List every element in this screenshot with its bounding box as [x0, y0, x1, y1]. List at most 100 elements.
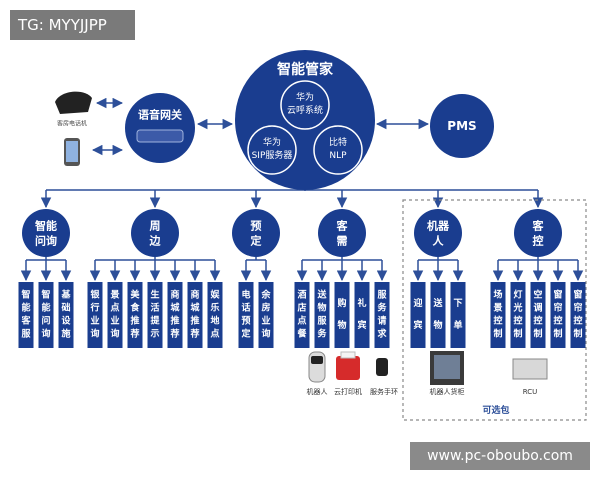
item-text-3-2-0: 购 [337, 297, 346, 309]
item-box-2-1 [258, 282, 274, 348]
item-box-4-2 [450, 282, 466, 348]
item-box-5-3 [550, 282, 566, 348]
category-circle-2 [232, 209, 280, 257]
item-text-5-4-1: 帘 [573, 302, 582, 314]
item-box-2-0 [238, 282, 254, 348]
item-text-5-1-0: 灯 [513, 289, 522, 301]
item-box-0-1 [38, 282, 54, 348]
item-text-1-4-1: 城 [170, 302, 179, 314]
item-text-1-0-2: 业 [90, 315, 99, 327]
huawei-sip-server-circle-line2: SIP服务器 [252, 149, 293, 161]
cloud-printer-icon [336, 356, 360, 380]
item-text-1-4-2: 推 [170, 315, 179, 327]
huawei-sip-server-circle-line1: 华为 [263, 136, 281, 148]
item-text-4-1-1: 物 [433, 319, 442, 331]
item-text-1-3-2: 提 [150, 315, 160, 327]
item-text-0-2-3: 施 [61, 328, 70, 340]
pms-label: PMS [447, 119, 476, 133]
item-text-0-1-1: 能 [41, 302, 50, 314]
item-text-1-4-3: 荐 [169, 328, 179, 340]
item-text-0-0-0: 智 [21, 289, 30, 301]
item-text-1-3-1: 活 [150, 302, 159, 314]
smart-butler-title: 智能管家 [276, 61, 334, 78]
item-text-5-0-2: 控 [493, 315, 502, 327]
item-text-5-1-1: 光 [512, 302, 522, 314]
item-box-0-2 [58, 282, 74, 348]
item-text-1-4-0: 商 [170, 289, 179, 301]
item-text-1-6-3: 点 [210, 328, 219, 340]
item-text-1-0-3: 询 [90, 328, 99, 340]
item-box-5-2 [530, 282, 546, 348]
item-text-5-3-2: 控 [553, 315, 562, 327]
item-text-3-0-3: 餐 [296, 328, 307, 340]
item-box-5-4 [570, 282, 586, 348]
bit-nlp-circle-line1: 比特 [329, 136, 347, 148]
item-box-3-2 [334, 282, 350, 348]
item-text-4-2-0: 下 [453, 298, 462, 309]
robot-face [311, 356, 323, 364]
item-text-0-2-0: 基 [60, 289, 71, 301]
desk-phone-icon [55, 91, 92, 114]
item-text-5-2-0: 空 [533, 289, 542, 301]
category-circle-1 [131, 209, 179, 257]
item-text-1-5-2: 推 [190, 315, 199, 327]
item-text-2-0-2: 预 [241, 316, 250, 327]
item-text-1-1-3: 询 [110, 328, 119, 340]
item-text-1-0-0: 银 [90, 289, 100, 301]
category-circle-5 [514, 209, 562, 257]
device-label-0: 机器人 [307, 387, 328, 396]
item-text-5-2-1: 调 [533, 302, 542, 314]
item-text-5-3-1: 帘 [553, 302, 562, 314]
item-text-1-5-1: 城 [190, 302, 199, 314]
category-title-4-b: 人 [433, 234, 445, 248]
item-text-1-5-0: 商 [190, 289, 199, 301]
item-text-0-1-2: 问 [41, 315, 50, 327]
item-text-4-0-0: 迎 [413, 297, 422, 309]
item-text-1-0-1: 行 [89, 302, 99, 314]
item-text-0-1-0: 智 [41, 289, 50, 301]
item-text-1-2-3: 荐 [129, 328, 139, 340]
item-text-3-0-1: 店 [297, 302, 306, 314]
item-text-5-0-0: 场 [493, 289, 502, 301]
item-text-2-1-3: 询 [261, 328, 270, 340]
item-text-0-1-3: 询 [41, 328, 50, 340]
item-text-3-1-3: 务 [317, 328, 327, 340]
huawei-sip-server-circle [247, 125, 297, 175]
item-box-3-0 [294, 282, 310, 348]
item-text-5-1-2: 控 [513, 315, 522, 327]
category-title-5-b: 控 [533, 234, 544, 248]
item-text-5-4-2: 控 [573, 315, 582, 327]
item-text-1-6-1: 乐 [210, 302, 219, 314]
category-title-1-b: 边 [149, 234, 162, 248]
category-title-2-b: 定 [251, 234, 262, 248]
mobile-screen [66, 141, 78, 162]
device-label-2: 服务手环 [370, 387, 398, 396]
item-box-0-0 [18, 282, 34, 348]
category-title-0-b: 问询 [35, 234, 57, 248]
item-text-4-0-1: 宾 [413, 319, 422, 331]
item-text-1-5-3: 荐 [189, 328, 199, 340]
item-text-0-2-2: 设 [61, 315, 71, 327]
item-text-1-1-1: 点 [110, 302, 119, 314]
item-text-0-0-2: 客 [20, 315, 31, 327]
item-text-0-0-1: 能 [21, 302, 30, 314]
category-title-1-a: 周 [150, 220, 161, 233]
item-text-5-2-2: 控 [533, 315, 542, 327]
item-text-3-1-0: 送 [316, 289, 327, 301]
item-text-5-4-0: 窗 [573, 289, 582, 301]
category-circle-4 [414, 209, 462, 257]
item-text-3-3-0: 礼 [357, 297, 366, 309]
item-box-1-0 [87, 282, 103, 348]
category-circle-3 [318, 209, 366, 257]
item-text-2-1-0: 余 [260, 289, 271, 301]
bit-nlp-circle [313, 125, 363, 175]
item-text-3-4-1: 务 [377, 302, 387, 314]
pms-circle [430, 94, 494, 158]
printer-paper [340, 351, 356, 359]
item-text-3-4-0: 服 [377, 290, 387, 301]
item-text-1-3-3: 示 [150, 329, 159, 340]
item-box-1-5 [187, 282, 203, 348]
category-title-2-a: 预 [251, 219, 262, 233]
optional-package-box [402, 199, 587, 421]
